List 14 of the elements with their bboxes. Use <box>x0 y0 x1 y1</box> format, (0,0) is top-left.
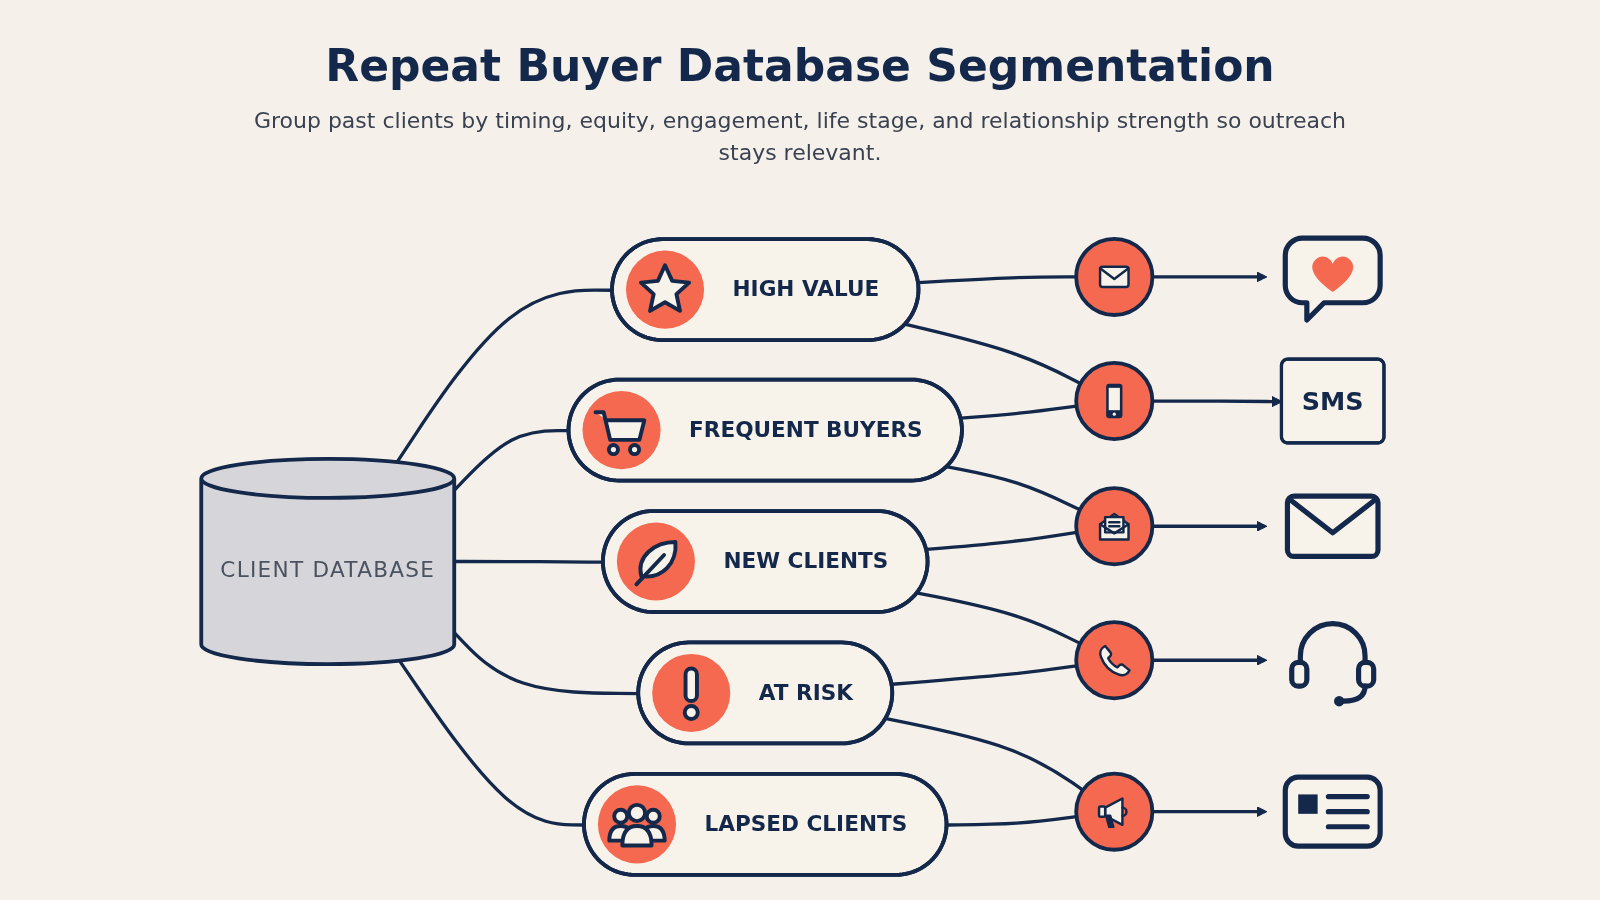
node-circle <box>1074 361 1155 442</box>
connector <box>453 631 639 696</box>
node-circle <box>1074 486 1155 567</box>
connector <box>454 559 604 564</box>
subtitle: Group past clients by timing, equity, engagement, life stage, and relationship strength so outreach stays relevant. <box>252 107 1348 167</box>
connector <box>947 465 1081 512</box>
node-circle <box>1074 236 1155 317</box>
connector <box>453 428 570 492</box>
node-circle <box>1074 771 1155 852</box>
connector <box>885 717 1084 792</box>
node-circle <box>1074 620 1155 701</box>
title: Repeat Buyer Database Segmentation <box>325 40 1275 91</box>
connector <box>398 659 585 827</box>
connector <box>917 591 1081 645</box>
